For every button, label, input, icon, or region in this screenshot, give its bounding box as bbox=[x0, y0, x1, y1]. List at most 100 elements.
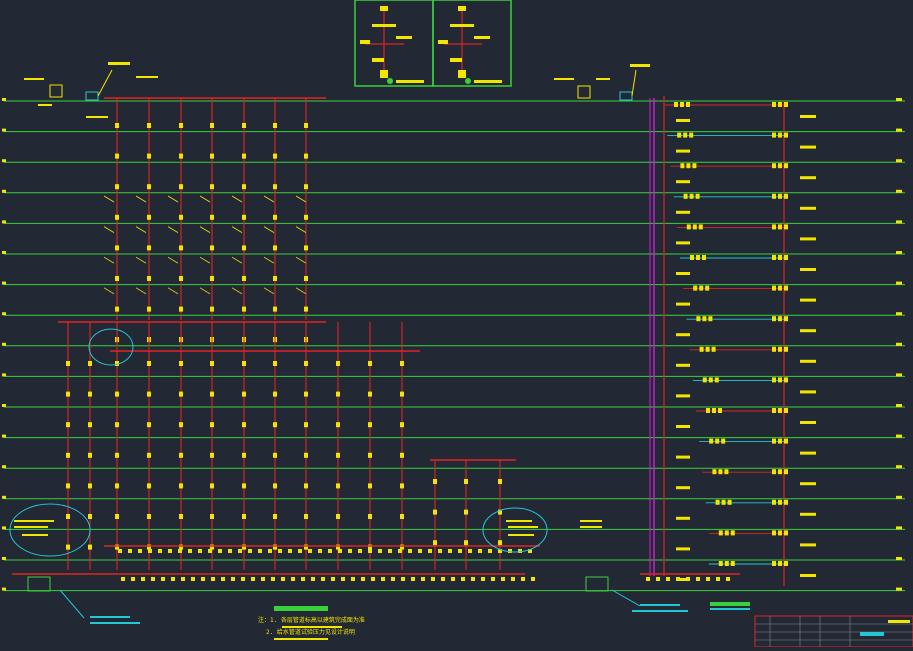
valve-marker bbox=[328, 549, 332, 553]
fixture-marker bbox=[772, 408, 776, 413]
floor-tick bbox=[2, 251, 6, 254]
valve-marker bbox=[298, 549, 302, 553]
fixture-marker bbox=[88, 483, 92, 489]
fixture-marker bbox=[724, 469, 729, 475]
fixture-marker bbox=[304, 306, 308, 312]
fixture-marker bbox=[778, 346, 782, 352]
fixture-marker bbox=[242, 483, 246, 489]
floor-tick bbox=[2, 557, 6, 560]
fixture-marker bbox=[66, 544, 70, 550]
valve-marker bbox=[408, 549, 412, 553]
branch-label-leader bbox=[263, 226, 275, 233]
tower-label bbox=[800, 421, 816, 424]
fixture-marker bbox=[772, 163, 776, 169]
fixture-marker bbox=[699, 346, 704, 352]
fixture-marker bbox=[242, 306, 246, 312]
fixture-marker bbox=[674, 102, 678, 107]
fixture-marker bbox=[179, 184, 183, 190]
fixture-marker bbox=[692, 224, 697, 230]
valve-marker bbox=[398, 549, 402, 553]
valve-marker bbox=[458, 549, 462, 553]
fixture-marker bbox=[88, 514, 92, 519]
fixture-marker bbox=[88, 391, 92, 397]
fixture-marker bbox=[712, 469, 717, 475]
fixture-marker bbox=[210, 391, 214, 397]
fixture-marker bbox=[147, 306, 151, 312]
fixture-marker bbox=[273, 184, 277, 190]
fixture-marker bbox=[686, 224, 691, 230]
floor-tick bbox=[2, 587, 6, 591]
valve-marker bbox=[481, 577, 485, 581]
fixture-marker bbox=[464, 540, 468, 546]
fixture-marker bbox=[772, 377, 776, 383]
fixture-marker bbox=[147, 483, 151, 489]
fixture-marker bbox=[772, 316, 776, 322]
fixture-marker bbox=[702, 316, 707, 322]
tower-label bbox=[676, 578, 690, 581]
fixture-marker bbox=[368, 391, 372, 397]
fixture-marker bbox=[304, 514, 308, 519]
fixture-marker bbox=[784, 163, 788, 169]
fixture-marker bbox=[721, 438, 726, 444]
fixture-marker bbox=[464, 509, 468, 515]
branch-label-leader bbox=[263, 256, 275, 264]
branch-label-leader bbox=[103, 287, 115, 295]
fixture-marker bbox=[336, 452, 340, 458]
fixture-marker bbox=[784, 255, 788, 260]
fixture-marker bbox=[147, 422, 151, 428]
valve-marker bbox=[488, 549, 492, 553]
fixture-marker bbox=[718, 469, 723, 475]
floor-tick bbox=[896, 159, 902, 163]
fixture-marker bbox=[696, 255, 700, 260]
floor-tick bbox=[2, 404, 6, 407]
fixture-marker bbox=[179, 483, 183, 489]
valve-marker bbox=[411, 577, 415, 581]
tower-label bbox=[800, 359, 816, 363]
tower-label bbox=[676, 516, 690, 520]
fixture-marker bbox=[179, 391, 183, 397]
tower-label bbox=[800, 390, 816, 394]
valve-marker bbox=[191, 577, 195, 581]
valve-marker bbox=[308, 549, 312, 553]
floor-tick bbox=[896, 373, 902, 377]
title-block[interactable] bbox=[754, 615, 913, 648]
fixture-marker bbox=[400, 514, 404, 519]
tower-label bbox=[800, 176, 816, 180]
fixture-marker bbox=[784, 499, 788, 505]
detail-frame-right bbox=[432, 0, 512, 87]
fixture-marker bbox=[179, 306, 183, 312]
fixture-marker bbox=[210, 184, 214, 190]
fixture-marker bbox=[336, 361, 340, 366]
fixture-marker bbox=[368, 483, 372, 489]
fixture-marker bbox=[147, 245, 151, 251]
tower-label bbox=[676, 302, 690, 306]
fixture-marker bbox=[210, 422, 214, 428]
fixture-marker bbox=[115, 422, 119, 428]
fixture-marker bbox=[772, 102, 776, 107]
fixture-marker bbox=[304, 245, 308, 251]
fixture-marker bbox=[147, 184, 151, 190]
fixture-marker bbox=[692, 163, 697, 169]
fixture-marker bbox=[690, 255, 694, 260]
fixture-marker bbox=[336, 544, 340, 550]
tower-label bbox=[676, 149, 690, 153]
tower-label bbox=[800, 574, 816, 577]
revision-cloud-left-lower bbox=[9, 503, 91, 557]
fixture-marker bbox=[718, 530, 723, 536]
valve-marker bbox=[131, 577, 135, 581]
fixture-marker bbox=[784, 346, 788, 352]
fixture-marker bbox=[778, 438, 782, 444]
fixture-marker bbox=[242, 422, 246, 428]
fixture-marker bbox=[686, 102, 690, 107]
floor-tick bbox=[896, 587, 902, 591]
floor-tick bbox=[896, 434, 902, 438]
fixture-marker bbox=[242, 245, 246, 251]
valve-marker bbox=[331, 577, 335, 581]
fixture-marker bbox=[242, 214, 246, 220]
fixture-marker bbox=[273, 483, 277, 489]
tower-label bbox=[800, 268, 816, 271]
fixture-marker bbox=[677, 132, 682, 138]
valve-marker bbox=[431, 577, 435, 581]
tower-label bbox=[676, 547, 690, 551]
